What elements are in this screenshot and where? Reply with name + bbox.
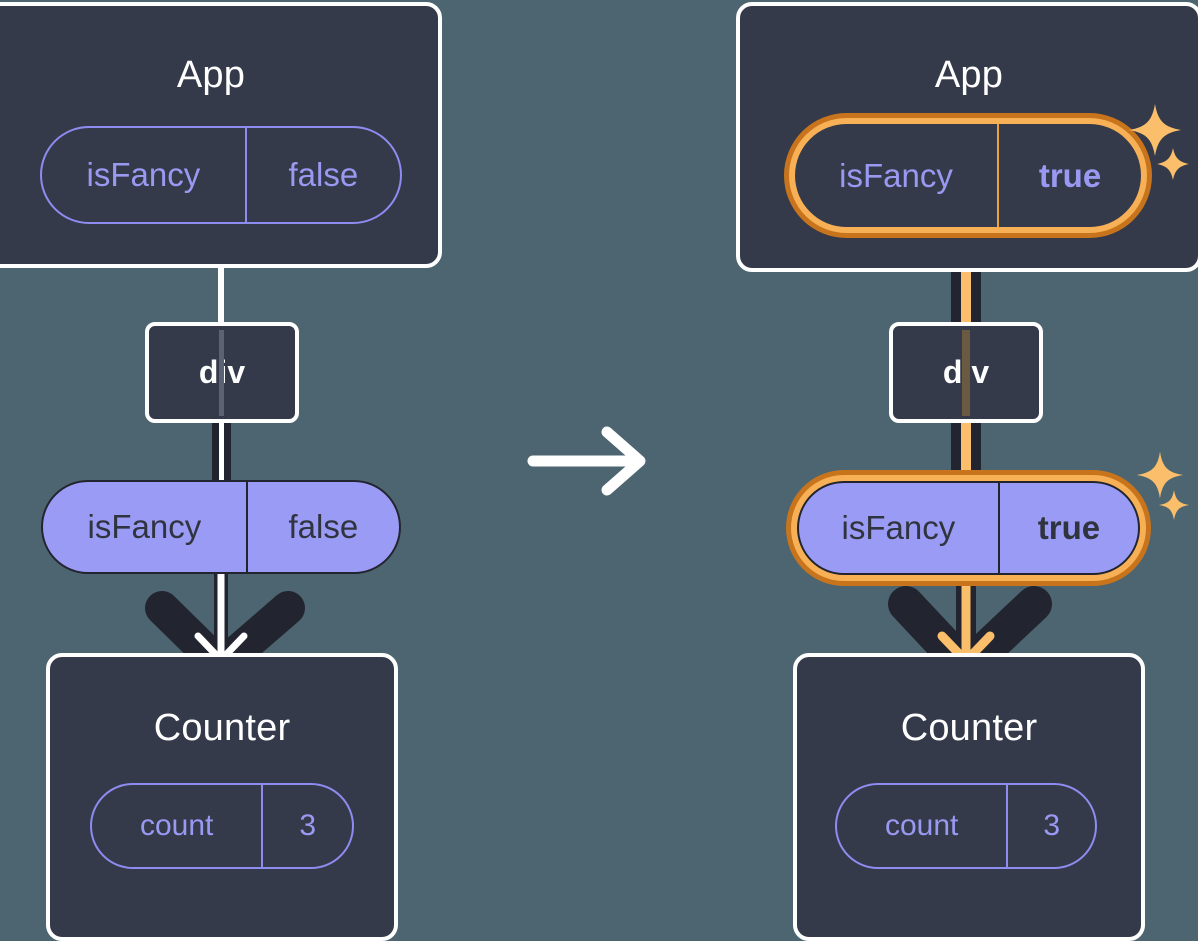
counter-state-pill-value-before: 3 xyxy=(261,785,352,867)
sparkle-large-icon-bottom xyxy=(1137,452,1183,498)
wire-app-to-div-before xyxy=(218,215,224,327)
counter-state-pill-before[interactable]: count 3 xyxy=(90,783,354,869)
counter-state-pill-name-before: count xyxy=(139,809,214,842)
app-card-title-after: App xyxy=(934,54,1004,96)
counter-state-pill-value-after: 3 xyxy=(1006,785,1095,867)
wire-div-to-prop-before-2 xyxy=(224,418,231,488)
transition-arrow-icon xyxy=(527,426,646,496)
wire-div-to-prop-before xyxy=(212,418,219,488)
prop-pill-after-ring-inner: isFancy true xyxy=(791,475,1146,581)
counter-state-pill-name-after: count xyxy=(884,809,959,842)
app-state-pill-value-after: true xyxy=(997,124,1141,227)
app-state-pill-after-ring-inner: isFancy true xyxy=(789,118,1147,233)
prop-pill-before[interactable]: isFancy false xyxy=(41,480,401,574)
wire-div-to-prop-before-center xyxy=(219,418,224,488)
prop-pill-after-highlight-ring: isFancy true xyxy=(786,470,1151,586)
sparkle-small-icon-top xyxy=(1157,148,1189,180)
prop-pill-name-after: isFancy xyxy=(841,509,956,546)
wire-through-div-before xyxy=(219,330,224,416)
app-state-pill-after[interactable]: isFancy true xyxy=(795,124,1141,227)
prop-pill-value-before: false xyxy=(245,482,399,572)
counter-card-title-after: Counter xyxy=(900,707,1038,749)
prop-pill-value-after: true xyxy=(997,483,1138,573)
sparkle-large-icon-top xyxy=(1129,104,1181,156)
counter-card-title-before: Counter xyxy=(153,707,291,749)
app-card-title-before: App xyxy=(176,54,246,96)
counter-state-pill-after[interactable]: count 3 xyxy=(835,783,1097,869)
sparkle-small-icon-bottom xyxy=(1159,490,1189,520)
app-state-pill-name-before: isFancy xyxy=(86,156,201,193)
app-state-pill-name-after: isFancy xyxy=(839,156,953,194)
prop-pill-name-before: isFancy xyxy=(87,508,202,545)
prop-pill-after[interactable]: isFancy true xyxy=(797,481,1140,575)
wire-through-div-after xyxy=(962,330,970,416)
app-state-pill-value-before: false xyxy=(244,128,400,222)
app-state-pill-before[interactable]: isFancy false xyxy=(40,126,402,224)
app-state-pill-after-highlight-ring: isFancy true xyxy=(784,113,1152,238)
